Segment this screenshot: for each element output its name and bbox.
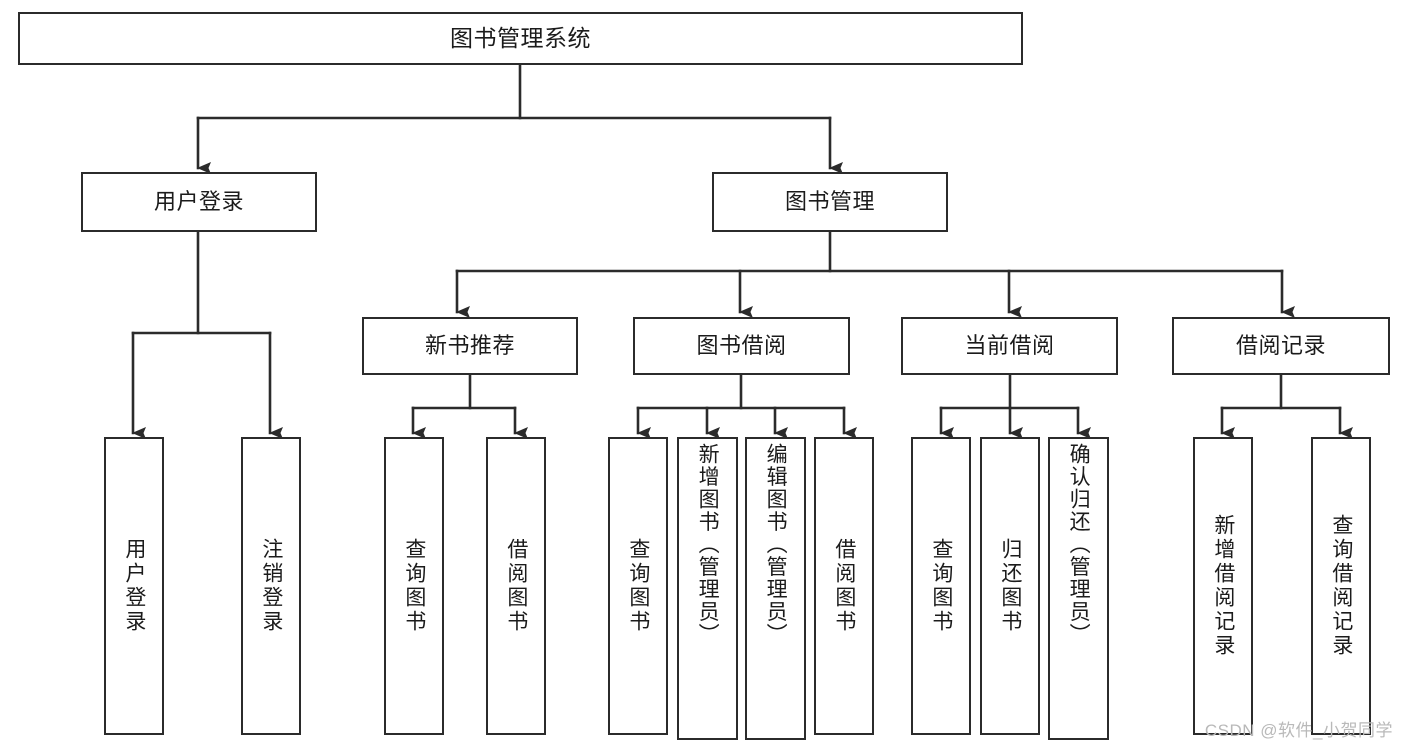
- leaf-borrow-book-1[interactable]: 借阅图书: [486, 437, 546, 735]
- node-user-login-label: 用户登录: [153, 189, 244, 215]
- leaf-add-record-label: 新增借阅记录: [1211, 514, 1235, 658]
- leaf-edit-book[interactable]: 编辑图书（管理员）: [745, 437, 806, 740]
- leaf-query-book-2-label: 查询图书: [626, 538, 650, 634]
- leaf-query-book-3-label: 查询图书: [929, 538, 953, 634]
- leaf-edit-book-label: 编辑图书（管理员）: [764, 443, 788, 646]
- leaf-add-book-label: 新增图书（管理员）: [696, 443, 720, 646]
- node-book-borrow[interactable]: 图书借阅: [633, 317, 850, 375]
- leaf-add-record[interactable]: 新增借阅记录: [1193, 437, 1253, 735]
- leaf-user-login-label: 用户登录: [122, 538, 146, 634]
- leaf-add-book[interactable]: 新增图书（管理员）: [677, 437, 738, 740]
- watermark: CSDN @软件_小贺同学: [1204, 721, 1393, 740]
- node-borrow-record[interactable]: 借阅记录: [1172, 317, 1390, 375]
- leaf-logout-label: 注销登录: [259, 538, 283, 634]
- node-book-borrow-label: 图书借阅: [696, 333, 787, 359]
- node-current-borrow-label: 当前借阅: [964, 333, 1055, 359]
- leaf-return-book[interactable]: 归还图书: [980, 437, 1040, 735]
- node-root-label: 图书管理系统: [450, 25, 591, 52]
- leaf-logout[interactable]: 注销登录: [241, 437, 301, 735]
- leaf-confirm-return[interactable]: 确认归还（管理员）: [1048, 437, 1109, 740]
- leaf-return-book-label: 归还图书: [998, 538, 1022, 634]
- leaf-query-book-1[interactable]: 查询图书: [384, 437, 444, 735]
- leaf-query-book-1-label: 查询图书: [402, 538, 426, 634]
- node-borrow-record-label: 借阅记录: [1235, 333, 1326, 359]
- node-user-login[interactable]: 用户登录: [81, 172, 317, 232]
- leaf-query-book-3[interactable]: 查询图书: [911, 437, 971, 735]
- node-new-book-recommend-label: 新书推荐: [424, 333, 515, 359]
- leaf-borrow-book-2-label: 借阅图书: [832, 538, 856, 634]
- leaf-query-record[interactable]: 查询借阅记录: [1311, 437, 1371, 735]
- node-book-manage-label: 图书管理: [784, 189, 875, 215]
- node-book-manage[interactable]: 图书管理: [712, 172, 948, 232]
- leaf-confirm-return-label: 确认归还（管理员）: [1067, 443, 1091, 646]
- node-root[interactable]: 图书管理系统: [18, 12, 1023, 65]
- leaf-borrow-book-2[interactable]: 借阅图书: [814, 437, 874, 735]
- node-new-book-recommend[interactable]: 新书推荐: [362, 317, 578, 375]
- node-current-borrow[interactable]: 当前借阅: [901, 317, 1118, 375]
- leaf-query-book-2[interactable]: 查询图书: [608, 437, 668, 735]
- leaf-user-login[interactable]: 用户登录: [104, 437, 164, 735]
- leaf-borrow-book-1-label: 借阅图书: [504, 538, 528, 634]
- leaf-query-record-label: 查询借阅记录: [1329, 514, 1353, 658]
